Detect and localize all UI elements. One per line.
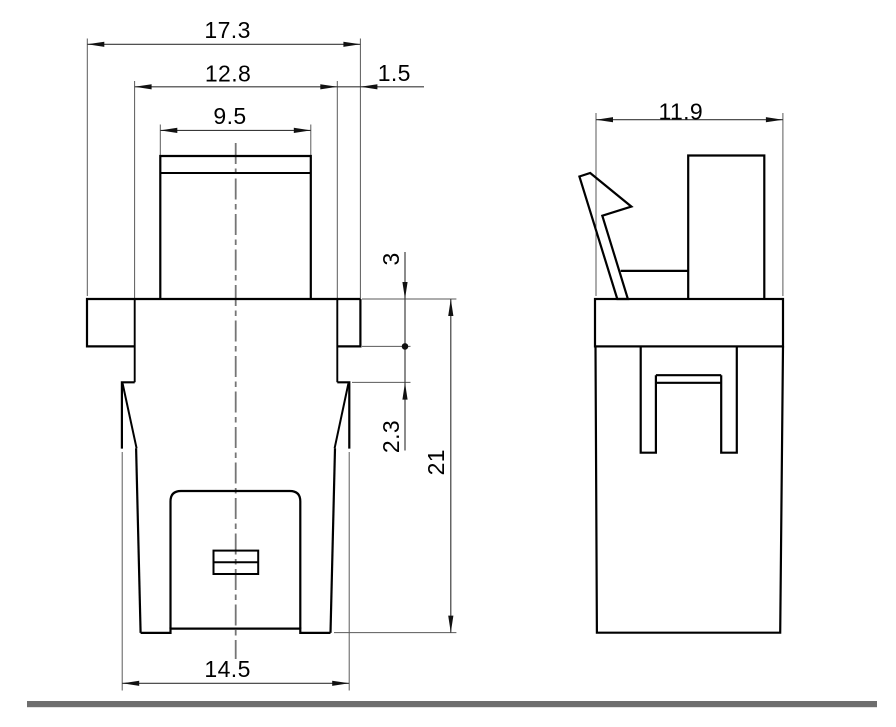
svg-text:12.8: 12.8 bbox=[205, 61, 251, 87]
svg-text:2.3: 2.3 bbox=[378, 420, 404, 453]
svg-text:21: 21 bbox=[423, 449, 449, 475]
svg-text:3: 3 bbox=[378, 252, 404, 265]
svg-text:1.5: 1.5 bbox=[378, 60, 411, 86]
svg-text:9.5: 9.5 bbox=[213, 103, 246, 129]
svg-text:17.3: 17.3 bbox=[204, 17, 250, 43]
svg-text:14.5: 14.5 bbox=[204, 656, 250, 682]
svg-text:11.9: 11.9 bbox=[658, 98, 703, 124]
